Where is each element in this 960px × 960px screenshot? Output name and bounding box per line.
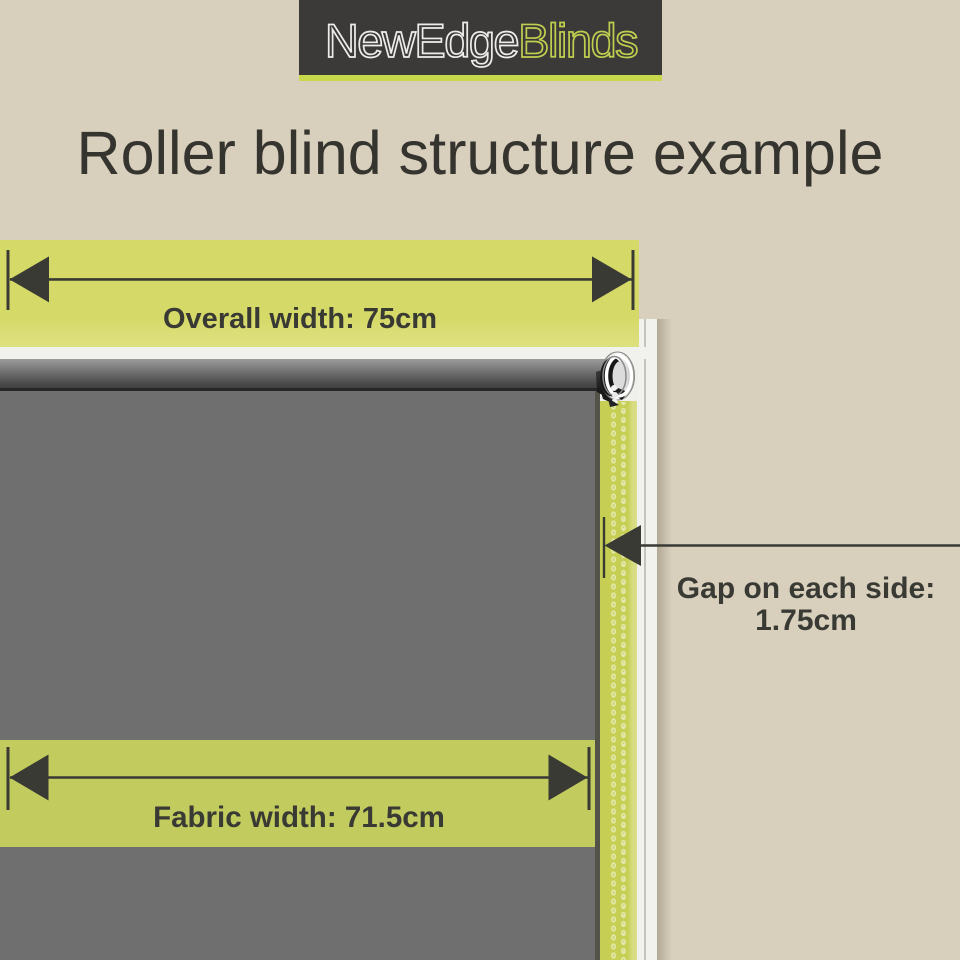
svg-text:NewEdgeBlinds: NewEdgeBlinds: [325, 14, 637, 67]
